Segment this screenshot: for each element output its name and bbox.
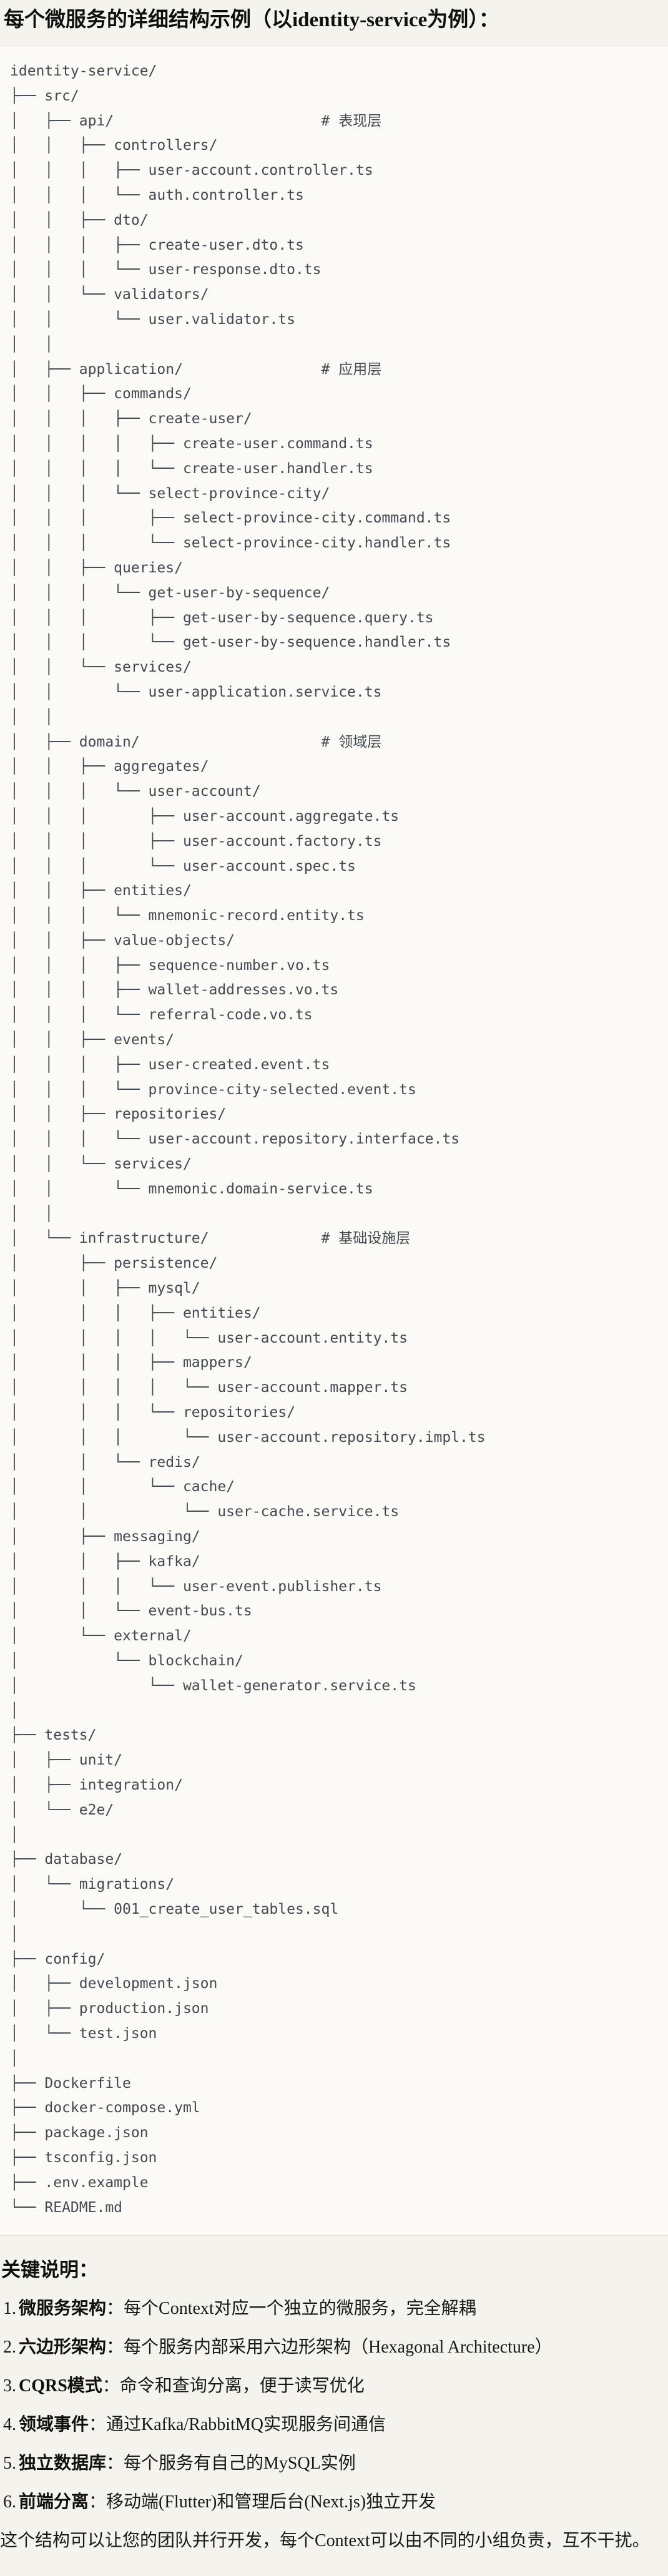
note-number: 3.	[3, 2376, 16, 2396]
note-number: 6.	[3, 2492, 16, 2512]
note-label: 领域事件	[19, 2415, 89, 2435]
note-label: 微服务架构	[19, 2299, 107, 2319]
note-number: 4.	[3, 2415, 16, 2435]
footer-note: 这个结构可以让您的团队并行开发，每个Context可以由不同的小组负责，互不干扰…	[0, 2531, 650, 2551]
note-number: 5.	[3, 2454, 16, 2474]
note-label: CQRS模式	[19, 2376, 102, 2396]
note-item: 6.前端分离：移动端(Flutter)和管理后台(Next.js)独立开发	[3, 2492, 668, 2513]
directory-tree-block: identity-service/ ├── src/ │ ├── api/ # …	[0, 46, 668, 2236]
note-label: 独立数据库	[19, 2454, 107, 2474]
note-text: ：通过Kafka/RabbitMQ实现服务间通信	[89, 2415, 386, 2435]
directory-tree: identity-service/ ├── src/ │ ├── api/ # …	[10, 63, 486, 2216]
note-number: 2.	[3, 2338, 16, 2358]
note-text: ：命令和查询分离，便于读写优化	[102, 2376, 365, 2396]
note-text: ：每个服务内部采用六边形架构（Hexagonal Architecture）	[106, 2338, 553, 2358]
notes-heading: 关键说明：	[1, 2259, 98, 2281]
note-text: ：每个服务有自己的MySQL实例	[106, 2454, 356, 2474]
note-number: 1.	[3, 2299, 16, 2319]
note-item: 5.独立数据库：每个服务有自己的MySQL实例	[3, 2453, 668, 2474]
note-item: 3.CQRS模式：命令和查询分离，便于读写优化	[3, 2376, 668, 2397]
note-text: ：每个Context对应一个独立的微服务，完全解耦	[106, 2299, 476, 2319]
note-item: 2.六边形架构：每个服务内部采用六边形架构（Hexagonal Architec…	[3, 2337, 668, 2358]
note-item: 4.领域事件：通过Kafka/RabbitMQ实现服务间通信	[3, 2414, 668, 2436]
note-item: 1.微服务架构：每个Context对应一个独立的微服务，完全解耦	[3, 2298, 668, 2319]
note-label: 前端分离	[19, 2492, 89, 2512]
note-text: ：移动端(Flutter)和管理后台(Next.js)独立开发	[89, 2492, 436, 2512]
notes-list: 1.微服务架构：每个Context对应一个独立的微服务，完全解耦 2.六边形架构…	[0, 2298, 668, 2513]
note-label: 六边形架构	[19, 2338, 107, 2358]
page-title: 每个微服务的详细结构示例（以identity-service为例）：	[4, 9, 499, 31]
